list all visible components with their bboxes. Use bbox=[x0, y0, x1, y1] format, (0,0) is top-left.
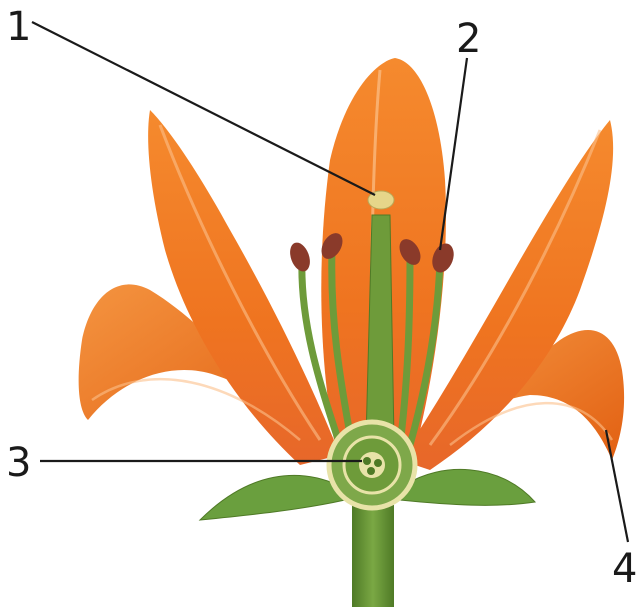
label-petal: 4 bbox=[612, 546, 637, 592]
left-leaf bbox=[200, 475, 345, 520]
label-stigma: 1 bbox=[6, 4, 31, 50]
ovule bbox=[374, 459, 382, 467]
anther bbox=[286, 240, 313, 274]
stem bbox=[352, 505, 394, 607]
right-leaf bbox=[400, 469, 535, 505]
label-ovary: 3 bbox=[6, 440, 31, 486]
leader-line-2 bbox=[440, 58, 467, 250]
leader-line-1 bbox=[32, 22, 375, 195]
ovule bbox=[367, 467, 375, 475]
leader-line-4 bbox=[606, 430, 628, 542]
label-anther: 2 bbox=[456, 16, 481, 62]
ovule bbox=[363, 457, 371, 465]
